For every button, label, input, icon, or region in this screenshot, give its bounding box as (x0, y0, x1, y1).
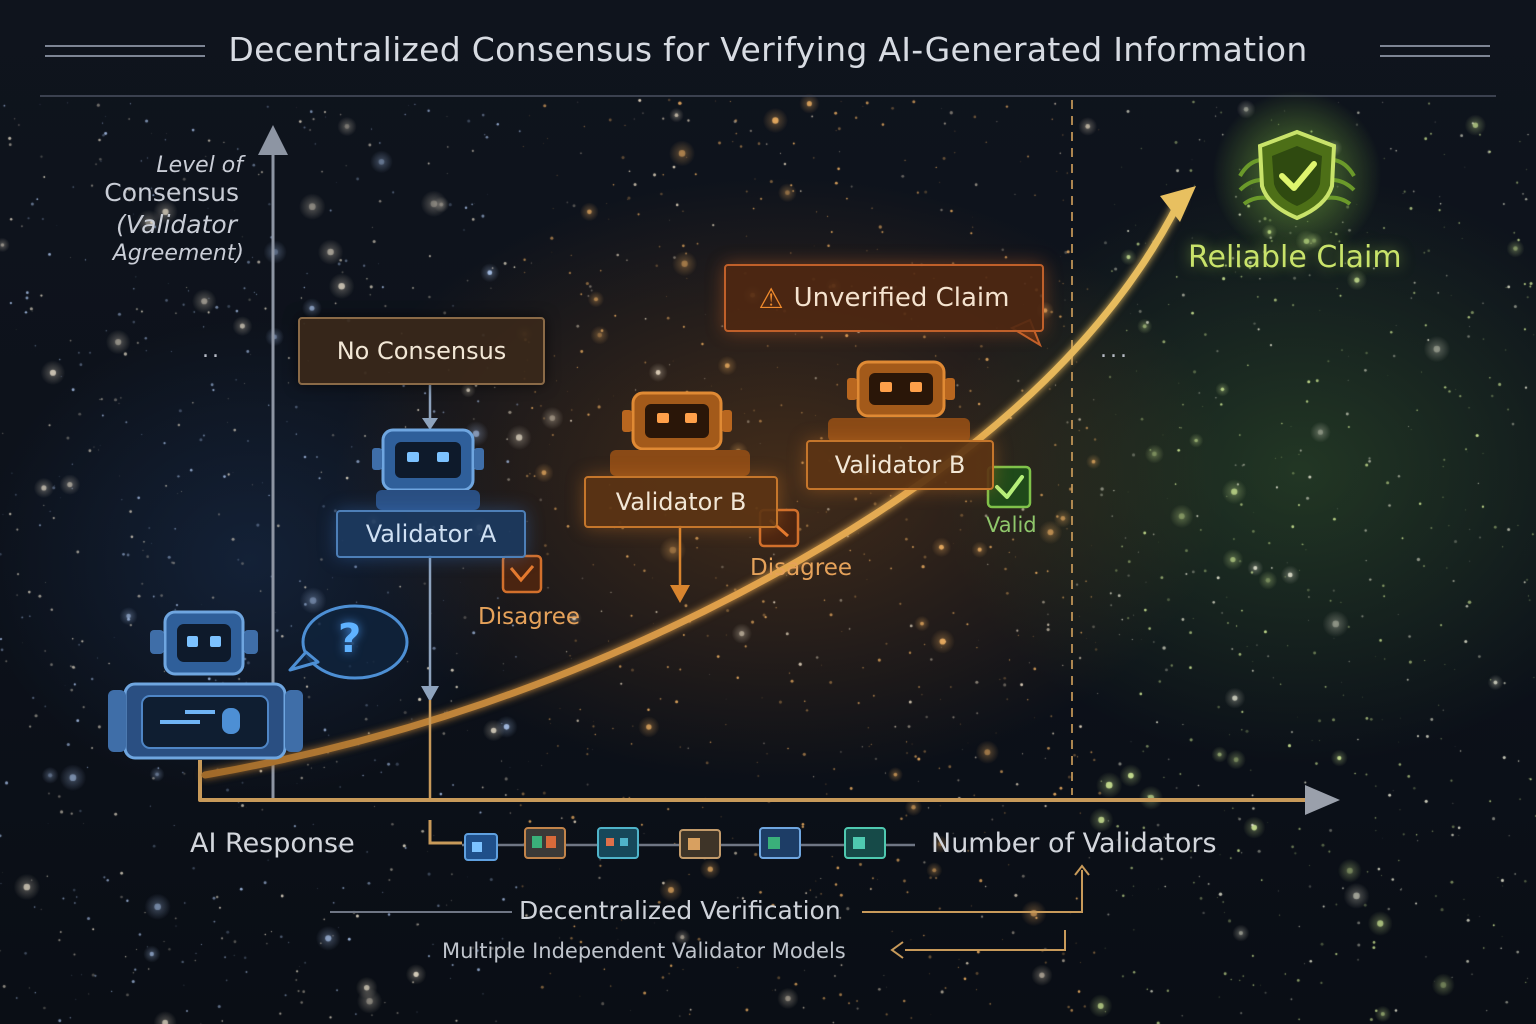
no-consensus-label: No Consensus (337, 337, 507, 365)
y-axis-label-line4: Agreement) (113, 238, 244, 269)
shield-check-icon (1212, 90, 1382, 260)
unverified-claim-label: Unverified Claim (794, 283, 1010, 313)
curve-arrowhead (1160, 186, 1196, 222)
validator-node-icon (465, 834, 497, 860)
validator-node-icon (525, 828, 565, 858)
validator-node-icon (845, 828, 885, 858)
validator-a-status: Disagree (478, 604, 580, 630)
validator-a-box: Validator A (336, 510, 526, 558)
valid-check-icon (988, 467, 1030, 507)
validator-chain (430, 820, 915, 860)
disagree-icon-a (503, 556, 541, 592)
validator-b2-box: Validator B (806, 440, 994, 490)
ellipsis-left: .. (202, 338, 222, 363)
warning-icon: ⚠ (759, 282, 784, 315)
validator-a-robot-icon (372, 430, 484, 510)
validator-b1-robot-icon (610, 393, 750, 476)
x-axis-label: Number of Validators (931, 828, 1217, 859)
page-title: Decentralized Consensus for Verifying AI… (0, 30, 1536, 69)
validator-b1-status: Disagree (750, 555, 852, 581)
no-consensus-box: No Consensus (298, 317, 545, 385)
validator-b1-connector (670, 525, 690, 603)
validator-node-icon (680, 830, 720, 858)
validator-a-label: Validator A (366, 520, 497, 548)
y-axis-label-line2: Consensus (104, 177, 239, 208)
validator-b2-label: Validator B (835, 451, 966, 479)
validator-b1-box: Validator B (584, 476, 778, 528)
validator-b2-status: Valid (986, 513, 1037, 537)
reliable-claim-label: Reliable Claim (1188, 240, 1402, 275)
footer-line1: Decentralized Verification (519, 896, 841, 925)
x-axis (200, 760, 1340, 815)
unverified-claim-box: ⚠ Unverified Claim (724, 264, 1044, 332)
ellipsis-right: ... (1100, 338, 1130, 363)
y-axis-label-line3: (Validator (116, 209, 237, 240)
validator-b1-label: Validator B (616, 488, 747, 516)
footer-line2: Multiple Independent Validator Models (442, 939, 846, 963)
validator-b2-robot-icon (828, 362, 970, 442)
question-mark: ? (338, 616, 361, 662)
validator-node-icon (598, 828, 638, 858)
validator-node-icon (760, 828, 800, 858)
origin-label: AI Response (190, 828, 355, 859)
